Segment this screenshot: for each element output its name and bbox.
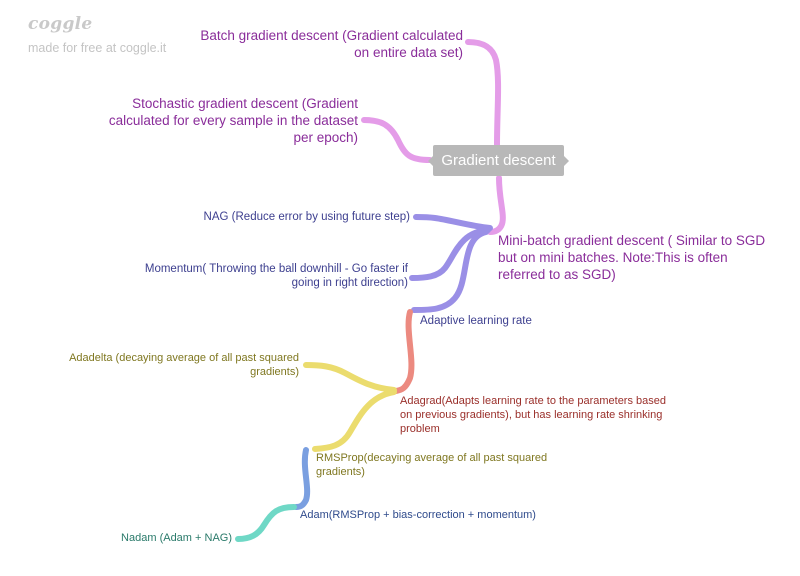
branch-minibatch <box>487 175 506 235</box>
branch-nadam <box>235 504 297 542</box>
branch-momentum <box>409 227 491 281</box>
branch-adagrad <box>393 309 415 394</box>
branch-adadelta <box>303 362 397 393</box>
node-adadelta[interactable]: Adadelta (decaying average of all past s… <box>69 352 299 378</box>
node-adagrad[interactable]: Adagrad(Adapts learning rate to the para… <box>400 395 666 435</box>
node-rmsprop[interactable]: RMSProp(decaying average of all past squ… <box>316 452 548 478</box>
branch-batch <box>465 39 502 148</box>
root-node[interactable]: Gradient descent <box>428 145 569 176</box>
coggle-tagline: made for free at coggle.it <box>28 41 167 55</box>
node-mini-batch-gradient-descent[interactable]: Mini-batch gradient descent ( Similar to… <box>498 233 766 282</box>
branch-nag <box>413 214 493 231</box>
node-stochastic-gradient-descent[interactable]: Stochastic gradient descent (Gradient ca… <box>108 96 358 145</box>
branch-adam <box>293 447 311 510</box>
branch-adaptive <box>411 229 489 313</box>
node-adaptive-learning-rate[interactable]: Adaptive learning rate <box>420 315 532 327</box>
node-adam[interactable]: Adam(RMSProp + bias-correction + momentu… <box>300 509 536 521</box>
node-nadam[interactable]: Nadam (Adam + NAG) <box>121 532 232 544</box>
coggle-logo[interactable]: coggle <box>28 14 93 34</box>
node-momentum[interactable]: Momentum( Throwing the ball downhill - G… <box>144 263 408 290</box>
node-batch-gradient-descent[interactable]: Batch gradient descent (Gradient calcula… <box>200 28 463 60</box>
branch-rmsprop <box>312 389 397 452</box>
branch-stochastic <box>361 117 433 163</box>
node-nag[interactable]: NAG (Reduce error by using future step) <box>203 211 410 223</box>
